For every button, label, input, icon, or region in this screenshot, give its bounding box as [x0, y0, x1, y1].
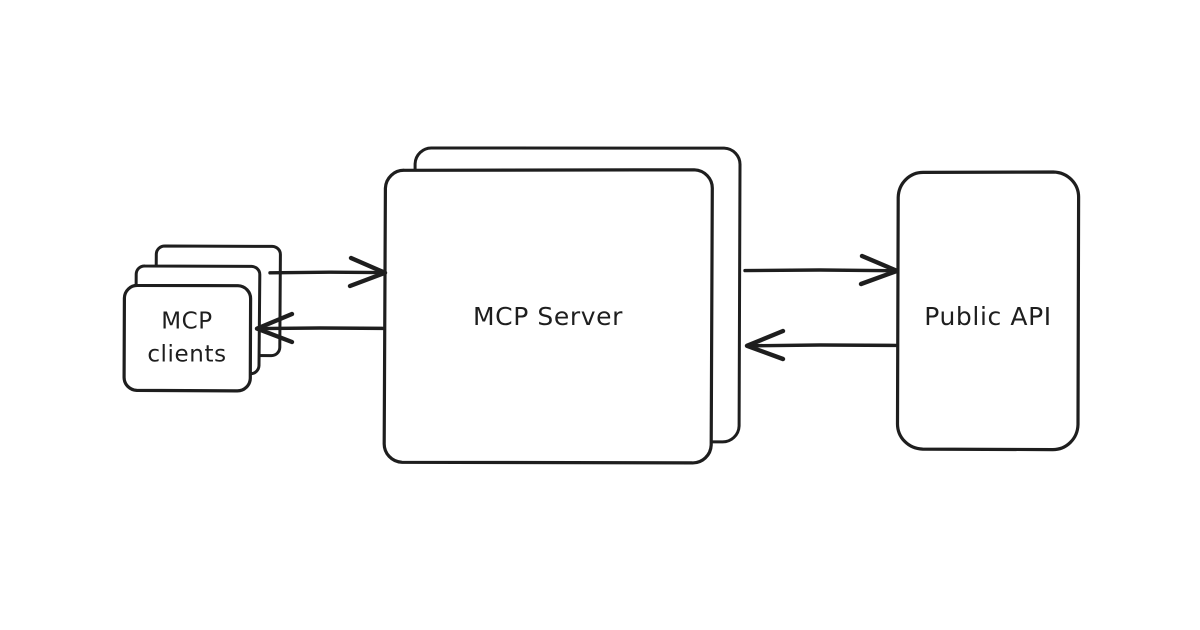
- node-public-api[interactable]: Public API: [895, 170, 1081, 452]
- edge-server-to-clients[interactable]: [254, 311, 386, 345]
- mcp-clients-label-line1: MCP: [161, 309, 213, 335]
- edge-server-to-api-arrowhead-icon: [858, 253, 900, 287]
- mcp-clients-stack-front-icon: [122, 283, 253, 393]
- edge-clients-to-server-arrowhead-icon: [347, 255, 388, 289]
- public-api-box-icon: [895, 170, 1081, 452]
- edge-api-to-server[interactable]: [744, 328, 898, 362]
- mcp-clients-label-line2: clients: [147, 342, 226, 368]
- edge-server-to-api[interactable]: [743, 253, 900, 287]
- mcp-server-label: MCP Server: [473, 302, 623, 331]
- edge-api-to-server-arrowhead-icon: [744, 328, 786, 362]
- node-mcp-server[interactable]: MCP Server: [382, 146, 742, 465]
- edge-clients-to-server[interactable]: [268, 255, 388, 289]
- edge-server-to-clients-arrowhead-icon: [254, 311, 295, 345]
- edge-server-to-clients-line: [256, 326, 386, 331]
- edge-server-to-api-line: [743, 268, 898, 273]
- public-api-label: Public API: [924, 302, 1051, 331]
- node-mcp-clients[interactable]: MCP clients: [122, 244, 282, 393]
- edge-clients-to-server-line: [268, 270, 386, 275]
- edge-api-to-server-line: [746, 343, 898, 348]
- mcp-server-stack-front-icon: [382, 168, 714, 465]
